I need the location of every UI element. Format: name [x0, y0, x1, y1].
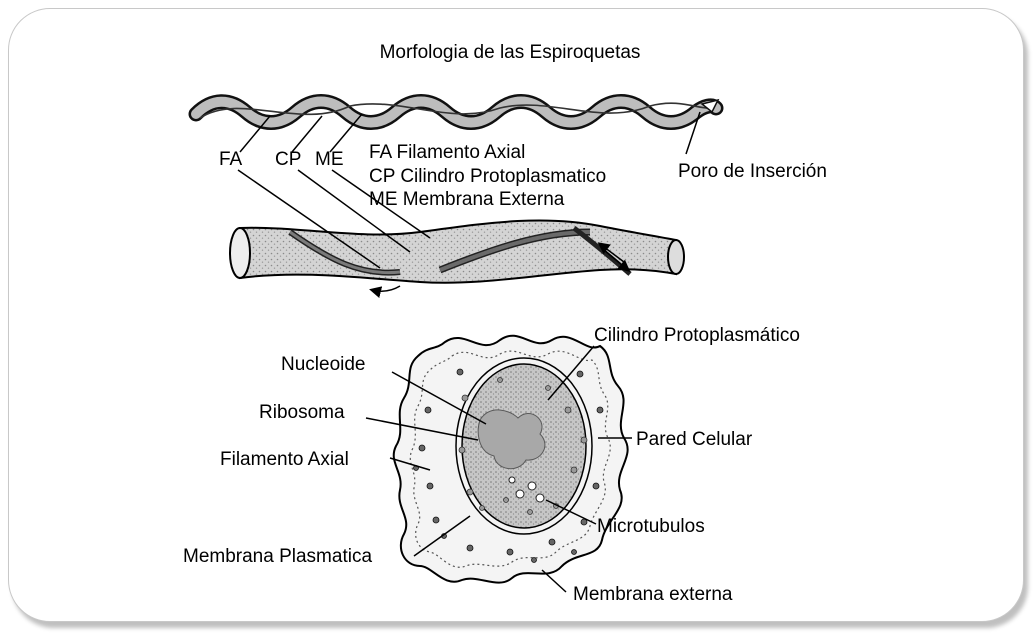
label-microtubulos: Microtubulos — [597, 516, 705, 537]
label-membrana-externa: Membrana externa — [573, 584, 733, 605]
legend-cp: CP Cilindro Protoplasmatico — [369, 166, 606, 187]
spirochete-lower-cylinder — [230, 220, 684, 291]
label-me: ME — [315, 149, 344, 170]
label-cilindro-protoplasmatico: Cilindro Protoplasmático — [594, 325, 800, 346]
label-fa: FA — [219, 149, 243, 170]
label-membrana-plasmatica: Membrana Plasmatica — [183, 546, 372, 567]
legend-me: ME Membrana Externa — [369, 189, 565, 210]
legend-fa: FA Filamento Axial — [369, 142, 525, 163]
diagram-title: Morfologia de las Espiroquetas — [380, 42, 641, 63]
label-nucleoide: Nucleoide — [281, 354, 366, 375]
label-ribosoma: Ribosoma — [259, 402, 345, 423]
label-pared-celular: Pared Celular — [636, 429, 753, 450]
label-filamento-axial: Filamento Axial — [220, 449, 349, 470]
label-cp: CP — [275, 149, 301, 170]
label-poro: Poro de Inserción — [678, 161, 827, 182]
spirochete-upper-body — [196, 100, 718, 123]
